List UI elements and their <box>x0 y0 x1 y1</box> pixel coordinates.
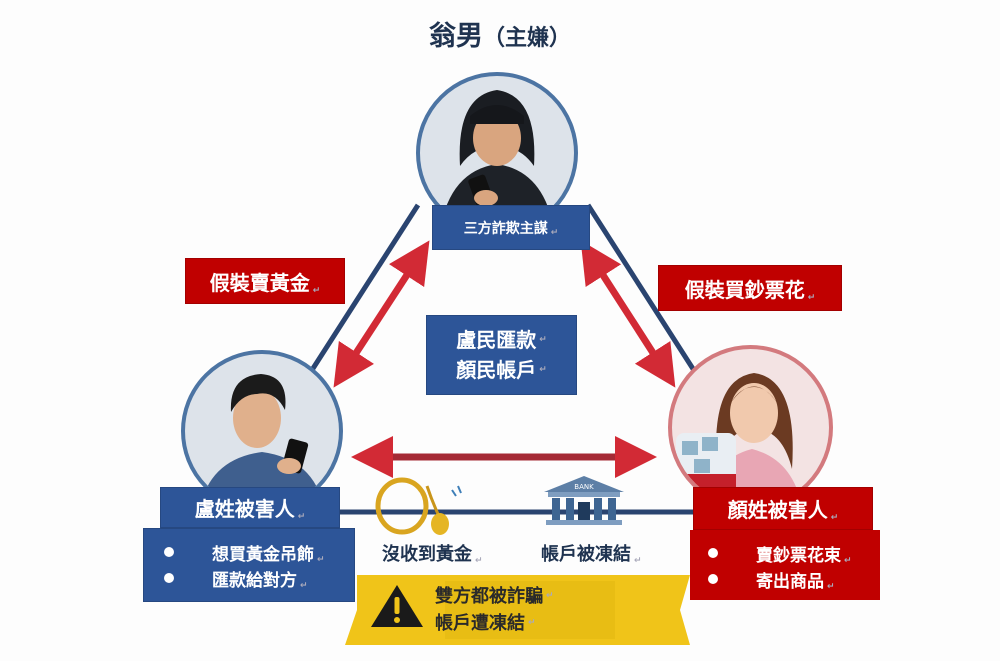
bullet-text: 想買黃金吊飾 <box>212 540 325 565</box>
left-victim-name: 盧姓被害人 <box>160 487 340 528</box>
warning-triangle-icon <box>371 585 423 627</box>
left-action-label: 假裝賣黃金 <box>185 258 345 304</box>
bank-icon: BANK <box>544 476 624 525</box>
warning-text: 雙方都被詐騙 帳戶遭凍結 <box>435 583 554 637</box>
list-item: 想買黃金吊飾 <box>164 539 354 565</box>
right-action-text: 假裝買鈔票花 <box>685 274 816 303</box>
mastermind-label: 三方詐欺主謀 <box>432 205 590 250</box>
right-victim-name-text: 顏姓被害人 <box>728 494 839 523</box>
list-item: 賣鈔票花束 <box>708 540 880 566</box>
warning-line-1: 雙方都被詐騙 <box>435 583 554 610</box>
right-victim-bullets: 賣鈔票花束 寄出商品 <box>690 530 880 600</box>
gold-necklace-icon <box>375 477 462 535</box>
gold-caption: 沒收到黃金 <box>382 540 483 566</box>
center-line-2: 顏民帳戶 <box>456 355 547 385</box>
right-action-label: 假裝買鈔票花 <box>658 265 842 311</box>
bullet-icon <box>708 574 718 584</box>
bullet-text: 匯款給對方 <box>212 566 308 591</box>
left-action-text: 假裝賣黃金 <box>210 267 321 296</box>
list-item: 寄出商品 <box>708 566 880 592</box>
suspect-name: 翁男 <box>428 21 483 52</box>
left-victim-bullets: 想買黃金吊飾 匯款給對方 <box>143 528 355 602</box>
bank-caption: 帳戶被凍結 <box>541 540 642 566</box>
page-title: 翁男（主嫌） <box>0 14 1000 53</box>
right-victim-avatar <box>668 345 833 510</box>
left-victim-name-text: 盧姓被害人 <box>195 493 306 522</box>
gold-caption-text: 沒收到黃金 <box>382 544 483 565</box>
bullet-icon <box>164 573 174 583</box>
bank-caption-text: 帳戶被凍結 <box>541 544 642 565</box>
bank-sign: BANK <box>574 483 594 491</box>
mastermind-text: 三方詐欺主謀 <box>464 218 559 238</box>
center-info-box: 盧民匯款 顏民帳戶 <box>426 315 577 395</box>
warning-line-2: 帳戶遭凍結 <box>435 610 554 637</box>
bullet-text: 賣鈔票花束 <box>756 541 852 566</box>
suspect-role: （主嫌） <box>482 26 571 51</box>
center-line-1: 盧民匯款 <box>456 325 547 355</box>
bullet-icon <box>164 547 174 557</box>
arrow-left-double <box>333 240 430 388</box>
bullet-icon <box>708 548 718 558</box>
arrow-right-double <box>580 240 676 388</box>
list-item: 匯款給對方 <box>164 565 354 591</box>
right-victim-name: 顏姓被害人 <box>693 487 873 530</box>
bullet-text: 寄出商品 <box>756 567 835 592</box>
